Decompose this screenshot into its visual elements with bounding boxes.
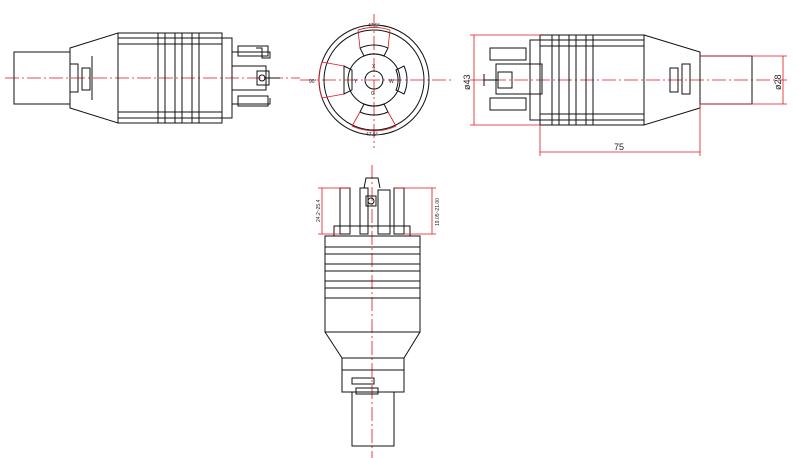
- front-face-view: 47.5° 90° 47.5° G X Y W: [300, 14, 452, 148]
- length-dimension-label: 75: [614, 142, 624, 152]
- pin-length-label: 24.2~25.4: [316, 199, 322, 222]
- side-view-left: [5, 32, 300, 124]
- slot-top: [359, 44, 389, 57]
- body-diameter-label: ø43: [462, 74, 472, 90]
- plan-view-bottom: 24.2~25.4 19.05~21.00: [316, 165, 441, 458]
- cable-diameter-label: ø28: [773, 74, 783, 90]
- angle-bottom-label: 47.5°: [366, 132, 378, 138]
- ground-pin-length-label: 19.05~21.00: [435, 198, 441, 226]
- angle-left-label: 90°: [309, 79, 317, 85]
- slot-right: [395, 65, 408, 95]
- slot-left: [343, 65, 353, 95]
- slot-bottom: [359, 103, 389, 116]
- side-view-right: 75 ø43 ø28: [462, 34, 787, 156]
- pin-label-x: X: [372, 64, 376, 70]
- pin-label-w: W: [389, 79, 394, 85]
- angle-top-label: 47.5°: [368, 23, 380, 29]
- pin-label-y: Y: [354, 79, 358, 85]
- pin-label-g: G: [371, 91, 375, 97]
